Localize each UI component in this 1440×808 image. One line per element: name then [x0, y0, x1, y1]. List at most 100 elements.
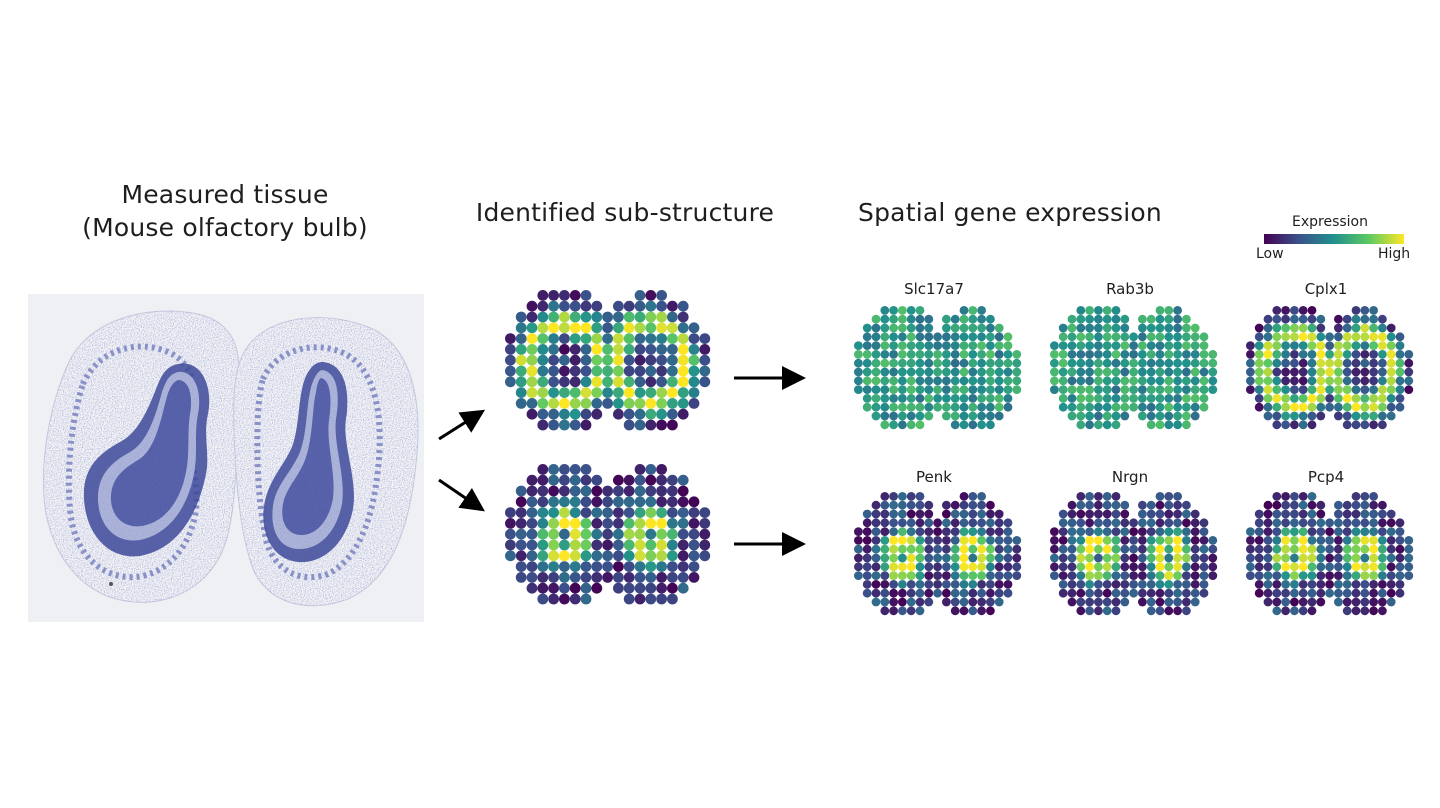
- gene-slc17a7-spot: [950, 420, 960, 430]
- gene-slc17a7-spot: [959, 306, 969, 315]
- tissue-heading-line1: Measured tissue: [121, 180, 329, 209]
- gene-penk-spot: [924, 553, 934, 563]
- gene-nrgn-spot: [1190, 527, 1200, 536]
- substructure-top-spot: [677, 398, 689, 409]
- gene-pcp4-spot: [1290, 588, 1299, 598]
- substructure-bottom-spot: [667, 539, 678, 551]
- gene-cplx1-spot: [1281, 411, 1290, 421]
- gene-penk-spot: [977, 597, 986, 607]
- substructure-top-spot: [623, 311, 635, 323]
- gene-slc17a7-spot: [880, 420, 890, 430]
- gene-penk-spot: [924, 580, 934, 589]
- substructure-top-spot: [634, 333, 646, 344]
- gene-pcp4-spot: [1316, 571, 1326, 580]
- substructure-top-spot: [602, 311, 613, 323]
- gene-pcp4-spot: [1281, 509, 1290, 519]
- gene-cplx1-spot: [1369, 420, 1378, 430]
- gene-nrgn-spot: [1155, 518, 1165, 528]
- substructure-map-top: [505, 290, 711, 431]
- gene-rab3b-spot: [1155, 314, 1165, 324]
- substructure-bottom-spot: [645, 528, 657, 540]
- gene-slc17a7-spot: [880, 341, 890, 350]
- gene-nrgn-spot: [1094, 606, 1103, 616]
- gene-cplx1-spot: [1290, 367, 1299, 377]
- substructure-bottom-spot: [526, 507, 538, 518]
- gene-nrgn-spot: [1120, 553, 1130, 563]
- gene-rab3b-spot: [1190, 358, 1200, 368]
- substructure-bottom-spot: [677, 474, 689, 486]
- substructure-top-spot: [645, 322, 657, 334]
- gene-pcp4-spot: [1334, 580, 1343, 589]
- gene-pcp4-spot: [1334, 553, 1343, 563]
- gene-pcp4-spot: [1298, 562, 1308, 572]
- gene-penk-spot: [942, 571, 951, 580]
- gene-slc17a7-spot: [862, 385, 872, 394]
- gene-penk-spot: [994, 588, 1004, 598]
- gene-pcp4-spot: [1360, 562, 1370, 572]
- gene-cplx1-spot: [1290, 402, 1299, 412]
- gene-map-slc17a7: [854, 306, 1022, 430]
- gene-penk-spot: [906, 580, 916, 589]
- substructure-bottom-spot: [591, 550, 603, 562]
- gene-slc17a7-spot: [977, 367, 986, 377]
- substructure-top-spot: [623, 333, 635, 344]
- substructure-bottom-spot: [613, 518, 624, 529]
- gene-cplx1-spot: [1254, 402, 1264, 412]
- gene-pcp4-spot: [1263, 518, 1273, 528]
- gene-cplx1-spot: [1307, 420, 1317, 430]
- gene-slc17a7-spot: [977, 323, 986, 333]
- substructure-top-spot: [580, 365, 592, 377]
- gene-cplx1-spot: [1342, 411, 1352, 421]
- gene-slc17a7-spot: [959, 358, 969, 368]
- gene-rab3b-spot: [1155, 376, 1165, 386]
- gene-cplx1-spot: [1334, 394, 1343, 403]
- gene-rab3b-spot: [1058, 367, 1068, 377]
- gene-nrgn-spot: [1111, 606, 1121, 616]
- gene-pcp4-spot: [1334, 527, 1343, 536]
- gene-cplx1-spot: [1307, 367, 1317, 377]
- substructure-top-spot: [559, 365, 570, 377]
- substructure-bottom-spot: [515, 572, 527, 583]
- gene-cplx1-spot: [1404, 358, 1414, 368]
- gene-rab3b-spot: [1050, 376, 1059, 386]
- substructure-bottom-spot: [667, 474, 678, 486]
- gene-nrgn-spot: [1094, 597, 1103, 607]
- substructure-top-spot: [656, 365, 667, 377]
- gene-nrgn-spot: [1146, 509, 1156, 519]
- substructure-bottom-spot: [677, 539, 689, 551]
- substructure-top-spot: [591, 365, 603, 377]
- substructure-bottom-spot: [699, 518, 711, 529]
- gene-penk-spot: [906, 588, 916, 598]
- gene-penk-spot: [942, 500, 951, 510]
- gene-cplx1-spot: [1246, 367, 1255, 377]
- gene-nrgn-spot: [1129, 553, 1138, 563]
- gene-slc17a7-spot: [862, 394, 872, 403]
- gene-penk-spot: [986, 580, 995, 589]
- gene-pcp4-spot: [1386, 588, 1396, 598]
- gene-nrgn-spot: [1146, 527, 1156, 536]
- gene-cplx1-spot: [1386, 341, 1396, 350]
- gene-nrgn-spot: [1129, 588, 1138, 598]
- gene-nrgn-spot: [1190, 588, 1200, 598]
- gene-pcp4-spot: [1254, 509, 1264, 519]
- gene-slc17a7-spot: [871, 367, 881, 377]
- substructure-bottom-spot: [623, 507, 635, 518]
- gene-penk-spot: [977, 606, 986, 616]
- substructure-bottom-spot: [623, 539, 635, 551]
- substructure-top-spot: [515, 398, 527, 409]
- gene-pcp4-spot: [1395, 562, 1405, 572]
- substructure-top-spot: [559, 376, 570, 388]
- gene-pcp4-spot: [1360, 606, 1370, 616]
- gene-pcp4-spot: [1263, 509, 1273, 519]
- expression-legend: Expression Low High: [1250, 214, 1420, 264]
- substructure-bottom-spot: [634, 582, 646, 594]
- substructure-bottom-spot: [548, 582, 559, 594]
- gene-rab3b-spot: [1129, 376, 1138, 386]
- gene-nrgn-spot: [1173, 492, 1182, 501]
- gene-nrgn-spot: [1085, 518, 1094, 528]
- gene-pcp4-spot: [1316, 588, 1326, 598]
- gene-slc17a7-spot: [889, 402, 898, 412]
- gene-penk-spot: [880, 580, 890, 589]
- gene-cplx1-spot: [1334, 358, 1343, 368]
- gene-penk-spot: [889, 597, 898, 607]
